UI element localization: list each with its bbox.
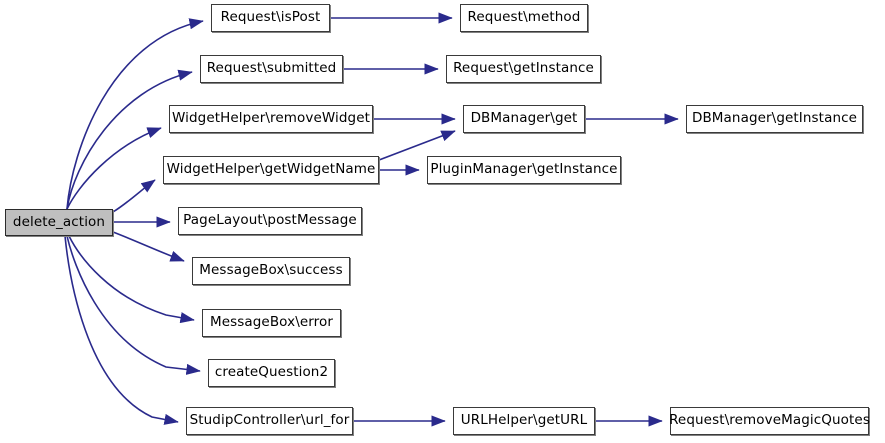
- node-widgethelper_getwidgetname[interactable]: WidgetHelper\getWidgetName: [163, 156, 379, 184]
- edges-group: [64, 12, 679, 427]
- node-createquestion2[interactable]: createQuestion2: [208, 359, 335, 387]
- edge-delete_action-to-createquestion2: [66, 235, 201, 375]
- node-messagebox_success[interactable]: MessageBox\success: [192, 257, 350, 285]
- edge-delete_action-to-studipcontroller_url_for: [64, 235, 179, 425]
- node-widgethelper_removewidget[interactable]: WidgetHelper\removeWidget: [169, 105, 373, 133]
- node-dbmanager_get[interactable]: DBManager\get: [463, 105, 585, 133]
- node-messagebox_error[interactable]: MessageBox\error: [202, 309, 341, 337]
- node-delete_action[interactable]: delete_action: [5, 209, 113, 236]
- edge-delete_action-to-messagebox_error: [68, 235, 195, 324]
- node-request_method[interactable]: Request\method: [460, 4, 588, 32]
- node-studipcontroller_url_for[interactable]: StudipController\url_for: [186, 407, 353, 435]
- edge-delete_action-to-messagebox_success: [112, 231, 185, 262]
- node-request_submitted[interactable]: Request\submitted: [200, 55, 343, 83]
- node-request_ispost[interactable]: Request\isPost: [211, 4, 330, 32]
- edge-delete_action-to-widgethelper_removewidget: [66, 127, 162, 210]
- node-pagelayout_postmessage[interactable]: PageLayout\postMessage: [178, 207, 362, 235]
- edge-delete_action-to-request_submitted: [66, 69, 193, 210]
- node-request_removemagicquotes[interactable]: Request\removeMagicQuotes: [669, 407, 870, 435]
- edge-delete_action-to-request_ispost: [66, 18, 204, 210]
- edge-delete_action-to-widgethelper_getwidgetname: [112, 179, 156, 213]
- node-urlhelper_geturl[interactable]: URLHelper\getURL: [453, 407, 595, 435]
- node-dbmanager_getinstance[interactable]: DBManager\getInstance: [686, 105, 863, 133]
- node-pluginmanager_getinstance[interactable]: PluginManager\getInstance: [427, 156, 621, 184]
- node-request_getinstance[interactable]: Request\getInstance: [446, 55, 601, 83]
- edge-widgethelper_getwidgetname-to-dbmanager_get: [378, 130, 456, 161]
